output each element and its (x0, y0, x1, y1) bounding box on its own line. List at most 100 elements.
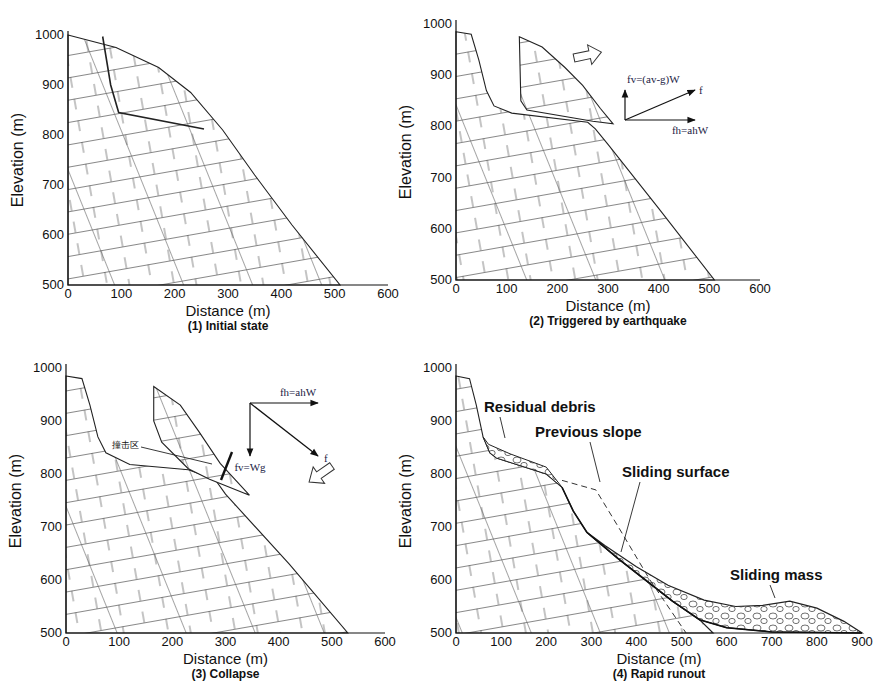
callout-label: Previous slope (533, 423, 644, 440)
tick-label: 700 (42, 178, 64, 193)
tick-label: 1000 (423, 361, 452, 376)
axis-title: Elevation (m) (9, 113, 27, 207)
axis-line (456, 364, 862, 633)
tick-label: 800 (430, 119, 452, 134)
distance-title: Distance (m) (565, 297, 650, 314)
rock-block (519, 37, 613, 124)
tick-label: 1000 (35, 28, 64, 43)
residual-debris (483, 437, 562, 487)
tick-label: 0 (452, 635, 459, 650)
rock-block-outline (154, 387, 250, 496)
panel (68, 31, 388, 285)
bedrock-outline (66, 376, 348, 633)
tick-label: 700 (430, 170, 452, 185)
tick-label: 400 (626, 635, 648, 650)
force-arrow (249, 403, 250, 456)
tick-label: 300 (597, 282, 619, 297)
tick-label: 0 (452, 282, 459, 297)
tick-label: 700 (761, 635, 783, 650)
tick-label: 300 (580, 635, 602, 650)
tick-label: 600 (430, 573, 452, 588)
impact-mark (221, 452, 232, 480)
tick-label: 600 (377, 287, 399, 302)
force-label: f (324, 452, 328, 465)
tick-label: 400 (268, 635, 290, 650)
tick-label: 500 (698, 282, 720, 297)
tick-label: 500 (430, 626, 452, 641)
rock-block-outline (519, 37, 613, 124)
force-arrow (250, 402, 318, 403)
tick-label: 900 (430, 68, 452, 83)
panel (66, 364, 385, 633)
tick-label: 500 (42, 278, 64, 293)
tick-label: 600 (749, 282, 771, 297)
force-label: fh=ahW (280, 386, 316, 399)
zone-label: 撞击区 (111, 440, 140, 450)
panel-caption: (3) Collapse (191, 668, 259, 682)
axis-line (66, 364, 385, 633)
motion-arrow (572, 42, 604, 67)
tick-label: 800 (806, 635, 828, 650)
callout-label: Residual debris (482, 398, 598, 415)
callout-label: Sliding mass (728, 566, 825, 583)
leader-line (770, 585, 775, 598)
tick-label: 600 (42, 228, 64, 243)
panel-caption: (4) Rapid runout (613, 668, 706, 682)
rock-block (154, 387, 250, 496)
distance-title: Distance (m) (183, 650, 268, 667)
bedrock-joints (456, 32, 714, 280)
previous-slope (562, 480, 686, 633)
tick-label: 500 (40, 626, 62, 641)
bedrock-outline (456, 32, 714, 280)
tick-label: 800 (40, 467, 62, 482)
distance-title: Distance (m) (616, 650, 701, 667)
callout-label: Sliding surface (620, 463, 732, 480)
tick-label: 600 (40, 573, 62, 588)
force-arrow (624, 90, 625, 120)
force-arrow (625, 119, 695, 120)
force-label: fv=(av-g)W (627, 73, 680, 86)
tick-label: 200 (546, 282, 568, 297)
tick-label: 400 (648, 282, 670, 297)
axis-title: Elevation (m) (397, 105, 415, 199)
motion-arrow (303, 458, 337, 490)
tick-label: 300 (215, 635, 237, 650)
tick-label: 500 (671, 635, 693, 650)
tick-label: 200 (164, 287, 186, 302)
tick-label: 800 (42, 128, 64, 143)
bedrock (68, 35, 340, 285)
tick-label: 600 (430, 221, 452, 236)
tick-label: 500 (324, 287, 346, 302)
tick-label: 600 (374, 635, 396, 650)
axis-title: Elevation (m) (7, 453, 25, 547)
axis-line (68, 31, 388, 285)
bedrock (66, 376, 348, 633)
panel-caption: (2) Triggered by earthquake (529, 315, 686, 329)
panel (456, 364, 862, 633)
panel (456, 20, 760, 280)
tick-label: 1000 (33, 361, 62, 376)
force-arrow (250, 403, 318, 456)
tick-label: 1000 (423, 17, 452, 32)
force-label: f (699, 84, 703, 97)
tick-label: 500 (430, 273, 452, 288)
tick-label: 700 (40, 520, 62, 535)
tick-label: 900 (430, 414, 452, 429)
leader-line (500, 417, 505, 438)
tick-label: 200 (535, 635, 557, 650)
sliding-surface (562, 487, 862, 633)
tick-label: 900 (42, 78, 64, 93)
tick-label: 0 (62, 635, 69, 650)
tick-label: 600 (716, 635, 738, 650)
tick-label: 900 (851, 635, 873, 650)
tick-label: 0 (64, 287, 71, 302)
tick-label: 100 (110, 287, 132, 302)
leader-line (590, 442, 600, 482)
bedrock-outline (68, 35, 340, 285)
sliding-mass (587, 532, 862, 633)
rock-block-joints (154, 387, 250, 496)
bedrock-joints (68, 35, 340, 285)
panel-caption: (1) Initial state (188, 320, 269, 334)
force-label: fv=Wg (234, 461, 265, 474)
